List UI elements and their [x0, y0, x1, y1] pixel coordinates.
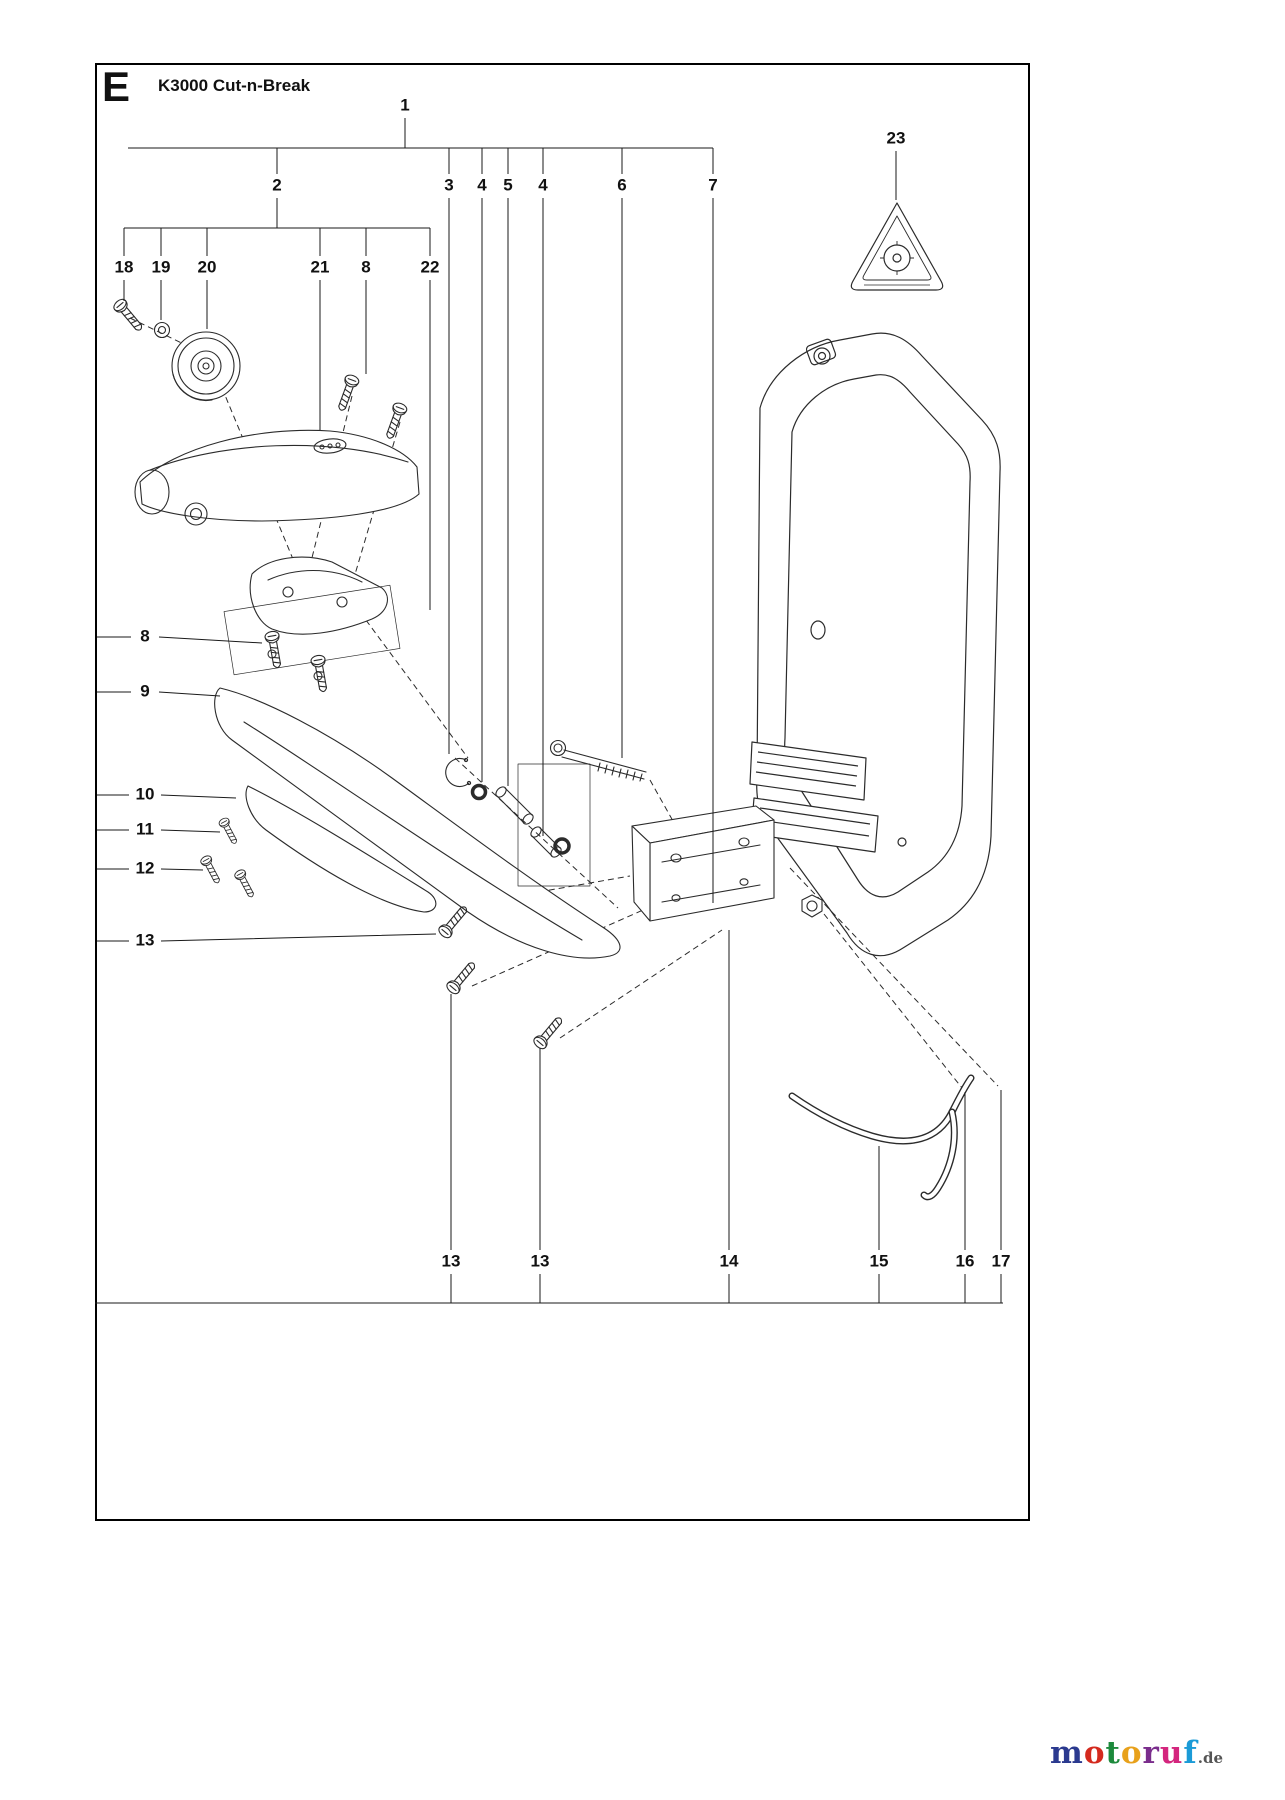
- callout-3: 3: [442, 175, 456, 196]
- callout-10: 10: [133, 784, 157, 805]
- callout-6: 6: [615, 175, 629, 196]
- screw-part-11: [217, 816, 241, 847]
- screw-part-8-top2: [381, 400, 409, 442]
- motoruf-logo[interactable]: motoruf.de: [1050, 1738, 1223, 1769]
- callout-12: 12: [133, 858, 157, 879]
- callout-23: 23: [884, 128, 908, 149]
- cover-part-21: [134, 429, 420, 526]
- guard-part-9: [214, 649, 621, 959]
- callout-8: 8: [138, 626, 152, 647]
- screw-part-13a: [436, 902, 472, 941]
- callout-4: 4: [475, 175, 489, 196]
- section-letter: E: [102, 63, 131, 110]
- callout-5: 5: [501, 175, 515, 196]
- motoruf-word: motoruf: [1050, 1735, 1198, 1771]
- logo-letter: o: [1083, 1735, 1106, 1771]
- callout-8: 8: [359, 257, 373, 278]
- snap-ring-part-3: [445, 757, 472, 788]
- screw-part-8-top: [333, 372, 361, 414]
- callout-21: 21: [308, 257, 332, 278]
- leader-lines: [95, 118, 1003, 1304]
- wire-hook-part: [788, 1074, 975, 1201]
- spacer-part-5: [495, 763, 591, 887]
- side-plate-part: [749, 332, 1001, 957]
- callout-4: 4: [536, 175, 550, 196]
- callout-17: 17: [989, 1251, 1013, 1272]
- nut-part-16: [801, 894, 823, 918]
- logo-letter: t: [1105, 1735, 1121, 1771]
- guard-part-10: [245, 785, 437, 913]
- parts-group: [111, 296, 823, 1052]
- logo-letter: r: [1142, 1735, 1160, 1771]
- bracket-part-14: [631, 805, 775, 922]
- warning-triangle-decal: [850, 202, 944, 291]
- screw-part-18: [111, 296, 147, 335]
- o-ring-part-4a: [470, 783, 488, 801]
- diagram-border: [95, 63, 1030, 1521]
- callout-13: 13: [133, 930, 157, 951]
- callout-13: 13: [528, 1251, 552, 1272]
- logo-letter: o: [1120, 1735, 1143, 1771]
- screw-part-13c: [531, 1013, 567, 1052]
- clamp-part-22: [223, 556, 401, 676]
- callout-13: 13: [439, 1251, 463, 1272]
- callout-1: 1: [398, 95, 412, 116]
- motoruf-suffix: .de: [1197, 1749, 1224, 1767]
- callout-22: 22: [418, 257, 442, 278]
- washer-part-19: [153, 321, 171, 339]
- callout-9: 9: [138, 681, 152, 702]
- page-title: K3000 Cut-n-Break: [158, 76, 311, 95]
- callout-7: 7: [706, 175, 720, 196]
- callout-2: 2: [270, 175, 284, 196]
- screw-part-8-left: [263, 629, 286, 670]
- o-ring-part-4b: [553, 837, 571, 855]
- logo-letter: m: [1050, 1735, 1084, 1771]
- callout-15: 15: [867, 1251, 891, 1272]
- bolt-part-6: [549, 739, 647, 782]
- callout-16: 16: [953, 1251, 977, 1272]
- callout-11: 11: [134, 819, 156, 840]
- callout-18: 18: [112, 257, 136, 278]
- wheel-part-20: [171, 331, 241, 402]
- callout-20: 20: [195, 257, 219, 278]
- logo-letter: u: [1159, 1735, 1184, 1771]
- callout-19: 19: [149, 257, 173, 278]
- logo-letter: f: [1183, 1735, 1198, 1771]
- callout-14: 14: [717, 1251, 741, 1272]
- screw-part-12b: [232, 867, 258, 900]
- screw-part-13b: [444, 958, 480, 997]
